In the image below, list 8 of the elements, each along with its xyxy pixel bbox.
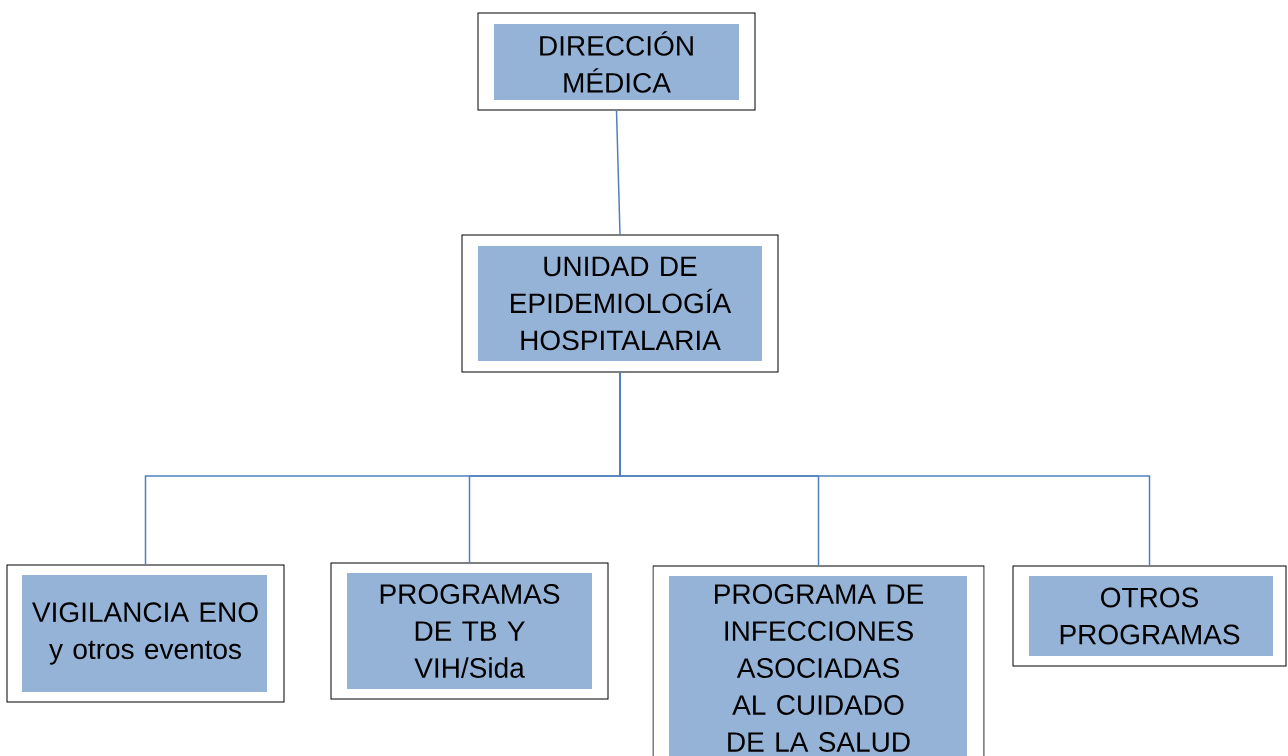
org-box: PROGRAMA DE INFECCIONES ASOCIADAS AL CUIDADO DE LA SALUD	[652, 565, 985, 756]
org-box: DIRECCIÓN MÉDICA	[477, 12, 756, 111]
org-box: UNIDAD DE EPIDEMIOLOGÍA HOSPITALARIA	[461, 234, 779, 373]
org-box: PROGRAMAS DE TB Y VIH/Sida	[330, 562, 609, 700]
org-box: OTROS PROGRAMAS	[1012, 565, 1287, 667]
connector-line	[619, 371, 1151, 567]
org-box: VIGILANCIA ENO y otros eventos	[6, 564, 285, 703]
connector-line	[615, 109, 621, 236]
